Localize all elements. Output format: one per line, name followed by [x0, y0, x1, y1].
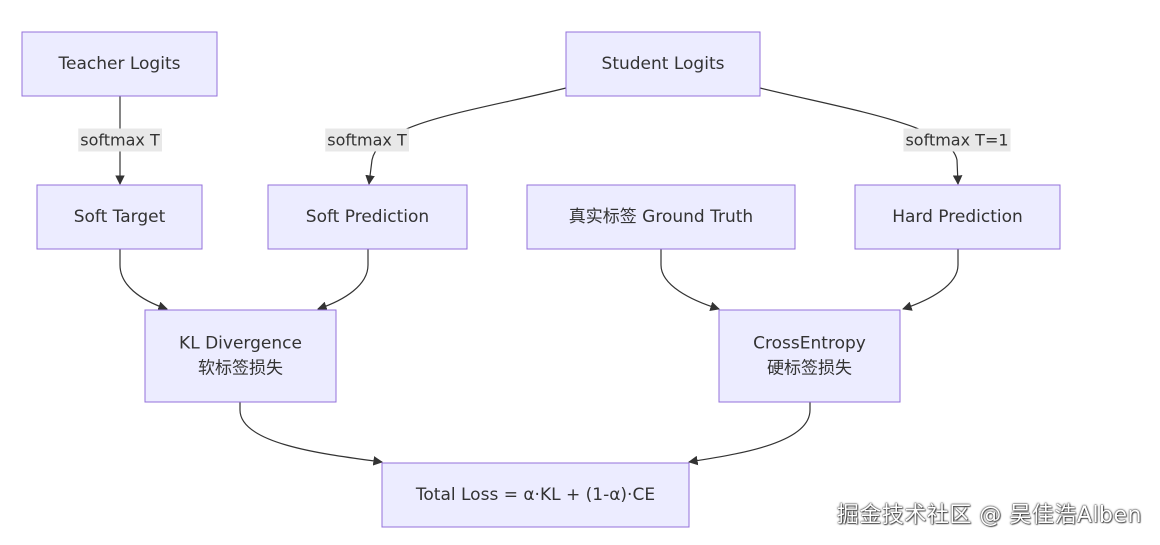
node-soft-target: Soft Target — [36, 184, 203, 250]
node-label: CrossEntropy — [753, 334, 866, 354]
node-box — [267, 184, 468, 250]
edge-label-text: softmax T — [327, 131, 407, 150]
node-box — [36, 184, 203, 250]
edge-hard-prediction-to-cross-entropy — [902, 249, 959, 311]
node-label: Soft Target — [74, 207, 166, 227]
node-soft-prediction: Soft Prediction — [267, 184, 468, 250]
node-label: Student Logits — [602, 54, 725, 74]
edges-layer — [115, 87, 963, 466]
node-teacher-logits: Teacher Logits — [21, 31, 218, 97]
edge-label-background — [78, 128, 162, 152]
edge-kl-divergence-to-total-loss — [239, 402, 383, 466]
node-box — [565, 31, 761, 97]
edge-label-text: softmax T=1 — [905, 131, 1008, 150]
edge-student-logits-to-hard-prediction — [759, 87, 963, 185]
edge-arrow — [365, 87, 567, 185]
node-cross-entropy: CrossEntropy 硬标签损失 — [718, 309, 901, 403]
edge-arrow — [759, 87, 963, 185]
edge-arrow — [660, 249, 720, 312]
node-box — [854, 184, 1061, 250]
edge-soft-prediction-to-kl-divergence — [317, 249, 369, 311]
edge-arrow — [688, 402, 811, 466]
edge-label: softmax T — [325, 128, 409, 152]
edge-arrow — [119, 249, 168, 311]
edge-label: softmax T — [78, 128, 162, 152]
edge-soft-target-to-kl-divergence — [119, 249, 168, 311]
node-label: 硬标签损失 — [767, 359, 852, 379]
node-box — [144, 309, 337, 403]
edge-arrow — [902, 249, 959, 311]
edge-cross-entropy-to-total-loss — [688, 402, 811, 466]
edge-labels-layer: softmax T softmax T softmax T=1 — [78, 128, 1011, 152]
edge-label-text: softmax T — [80, 131, 160, 150]
node-label: Hard Prediction — [892, 207, 1023, 227]
edge-student-logits-to-soft-prediction — [365, 87, 567, 185]
node-total-loss: Total Loss = α·KL + (1-α)·CE — [381, 462, 690, 528]
node-label: Soft Prediction — [306, 207, 429, 227]
node-student-logits: Student Logits — [565, 31, 761, 97]
node-kl-divergence: KL Divergence 软标签损失 — [144, 309, 337, 403]
node-hard-prediction: Hard Prediction — [854, 184, 1061, 250]
node-label: 软标签损失 — [198, 359, 283, 379]
edge-label-background — [903, 128, 1011, 152]
node-label: Teacher Logits — [58, 54, 181, 74]
node-label: KL Divergence — [179, 334, 302, 354]
watermark-text: 掘金技术社区 @ 吴佳浩Alben — [836, 503, 1142, 528]
node-box — [381, 462, 690, 528]
node-box — [718, 309, 901, 403]
edge-label-background — [325, 128, 409, 152]
edge-label: softmax T=1 — [903, 128, 1011, 152]
node-ground-truth: 真实标签 Ground Truth — [526, 184, 796, 250]
edge-arrow — [317, 249, 369, 311]
node-label: 真实标签 Ground Truth — [569, 207, 753, 227]
node-box — [526, 184, 796, 250]
node-box — [21, 31, 218, 97]
node-label: Total Loss = α·KL + (1-α)·CE — [415, 485, 655, 505]
edge-ground-truth-to-cross-entropy — [660, 249, 720, 312]
edge-arrow — [239, 402, 383, 466]
